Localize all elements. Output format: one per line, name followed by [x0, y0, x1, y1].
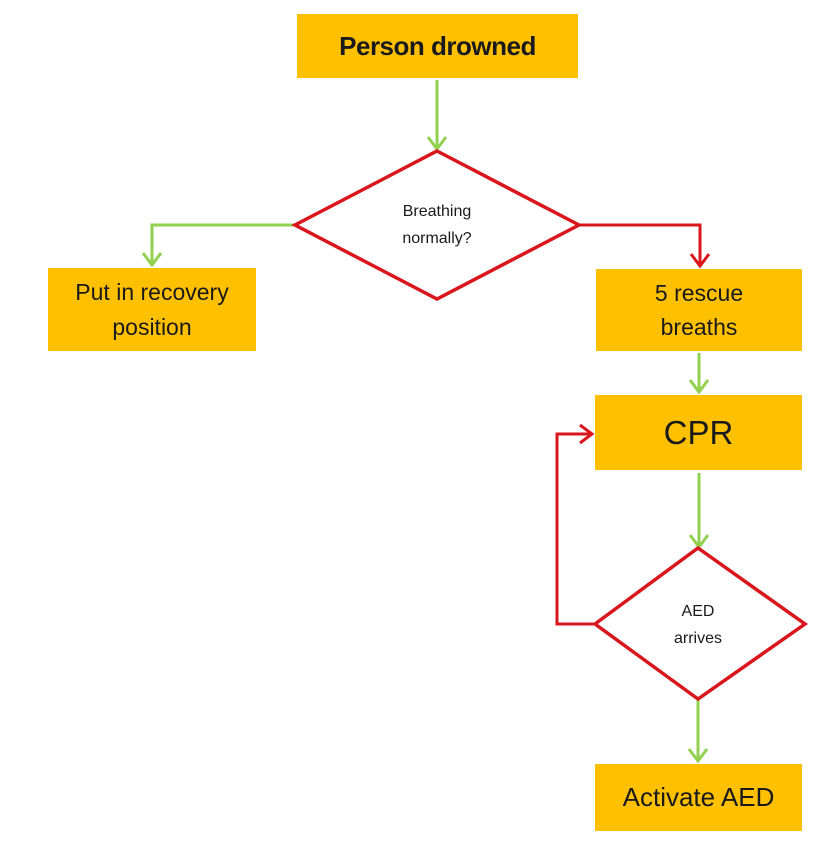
decision-label-breathing: Breathing normally?	[362, 193, 512, 257]
connector-cpr-to-aed-check	[688, 473, 710, 550]
process-box-recovery-position: Put in recovery position	[48, 268, 256, 351]
process-box-cpr: CPR	[595, 395, 802, 470]
decision-label-line-2: normally?	[402, 230, 472, 247]
process-box-activate-aed: Activate AED	[595, 764, 802, 831]
arrowhead-right-icon	[579, 423, 595, 445]
process-box-person-drowned: Person drowned	[297, 14, 578, 78]
arrowhead-down-icon	[687, 748, 709, 764]
decision-label-line-1: Breathing	[402, 202, 472, 220]
decision-label-line-1: AED	[681, 602, 715, 620]
connector-start-to-breathing	[426, 80, 448, 152]
box-label-line-1: Put in recovery	[75, 279, 229, 305]
connector-breathing-yes-to-recovery	[141, 223, 295, 268]
connector-aed-check-loop-to-cpr	[555, 423, 595, 626]
decision-diamond-aed	[592, 545, 809, 702]
connector-aed-check-to-activate	[687, 700, 709, 764]
arrowhead-down-icon	[141, 252, 163, 268]
connector-breathing-no-to-rescue	[579, 223, 711, 269]
decision-diamond-breathing	[291, 149, 583, 301]
decision-label-line-2: arrives	[673, 630, 722, 647]
connector-rescue-to-cpr	[688, 353, 710, 395]
process-box-rescue-breaths: 5 rescue breaths	[596, 269, 802, 351]
box-label: Activate AED	[622, 782, 775, 812]
arrowhead-down-icon	[689, 253, 711, 269]
box-label: CPR	[663, 413, 734, 451]
box-label-line-2: position	[112, 313, 192, 340]
arrowhead-down-icon	[426, 136, 448, 152]
arrowhead-down-icon	[688, 379, 710, 395]
box-label: Person drowned	[339, 30, 536, 61]
box-label-line-1: 5 rescue	[654, 279, 744, 306]
box-label-line-2: breaths	[660, 314, 738, 340]
decision-label-aed-arrives: AED arrives	[638, 594, 758, 656]
